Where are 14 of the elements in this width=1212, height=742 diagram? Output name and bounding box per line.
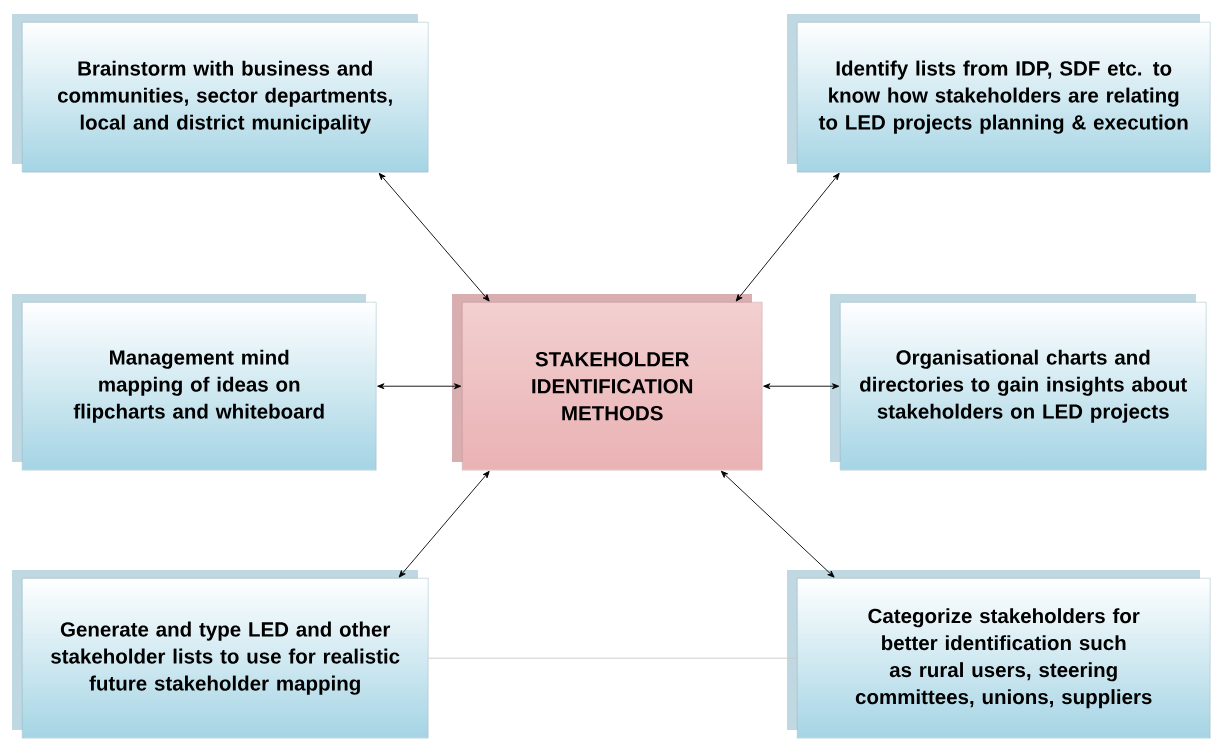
method-box: Categorize stakeholders for better identification such as rural users, steering committees, unions, suppliers (797, 578, 1211, 739)
method-box: Brainstorm with business and communities, sector departments, local and district municipality (22, 22, 429, 173)
arrow (763, 383, 840, 390)
connector-line (427, 657, 798, 659)
center-box: STAKEHOLDER IDENTIFICATION METHODS (462, 302, 763, 471)
method-box: Identify lists from IDP, SDF etc. to know how stakeholders are relating to LED projects planning & execution (797, 22, 1211, 173)
arrow (377, 383, 462, 390)
method-box: Generate and type LED and other stakeholder lists to use for realistic future stakeholder mapping (22, 578, 429, 739)
method-box: Organisational charts and directories to gain insights about stakeholders on LED projects (840, 302, 1207, 471)
method-box: Management mind mapping of ideas on flipcharts and whiteboard (22, 302, 377, 471)
arrow (735, 172, 840, 302)
arrow (720, 470, 835, 578)
arrow (398, 470, 490, 578)
arrow (378, 172, 490, 302)
